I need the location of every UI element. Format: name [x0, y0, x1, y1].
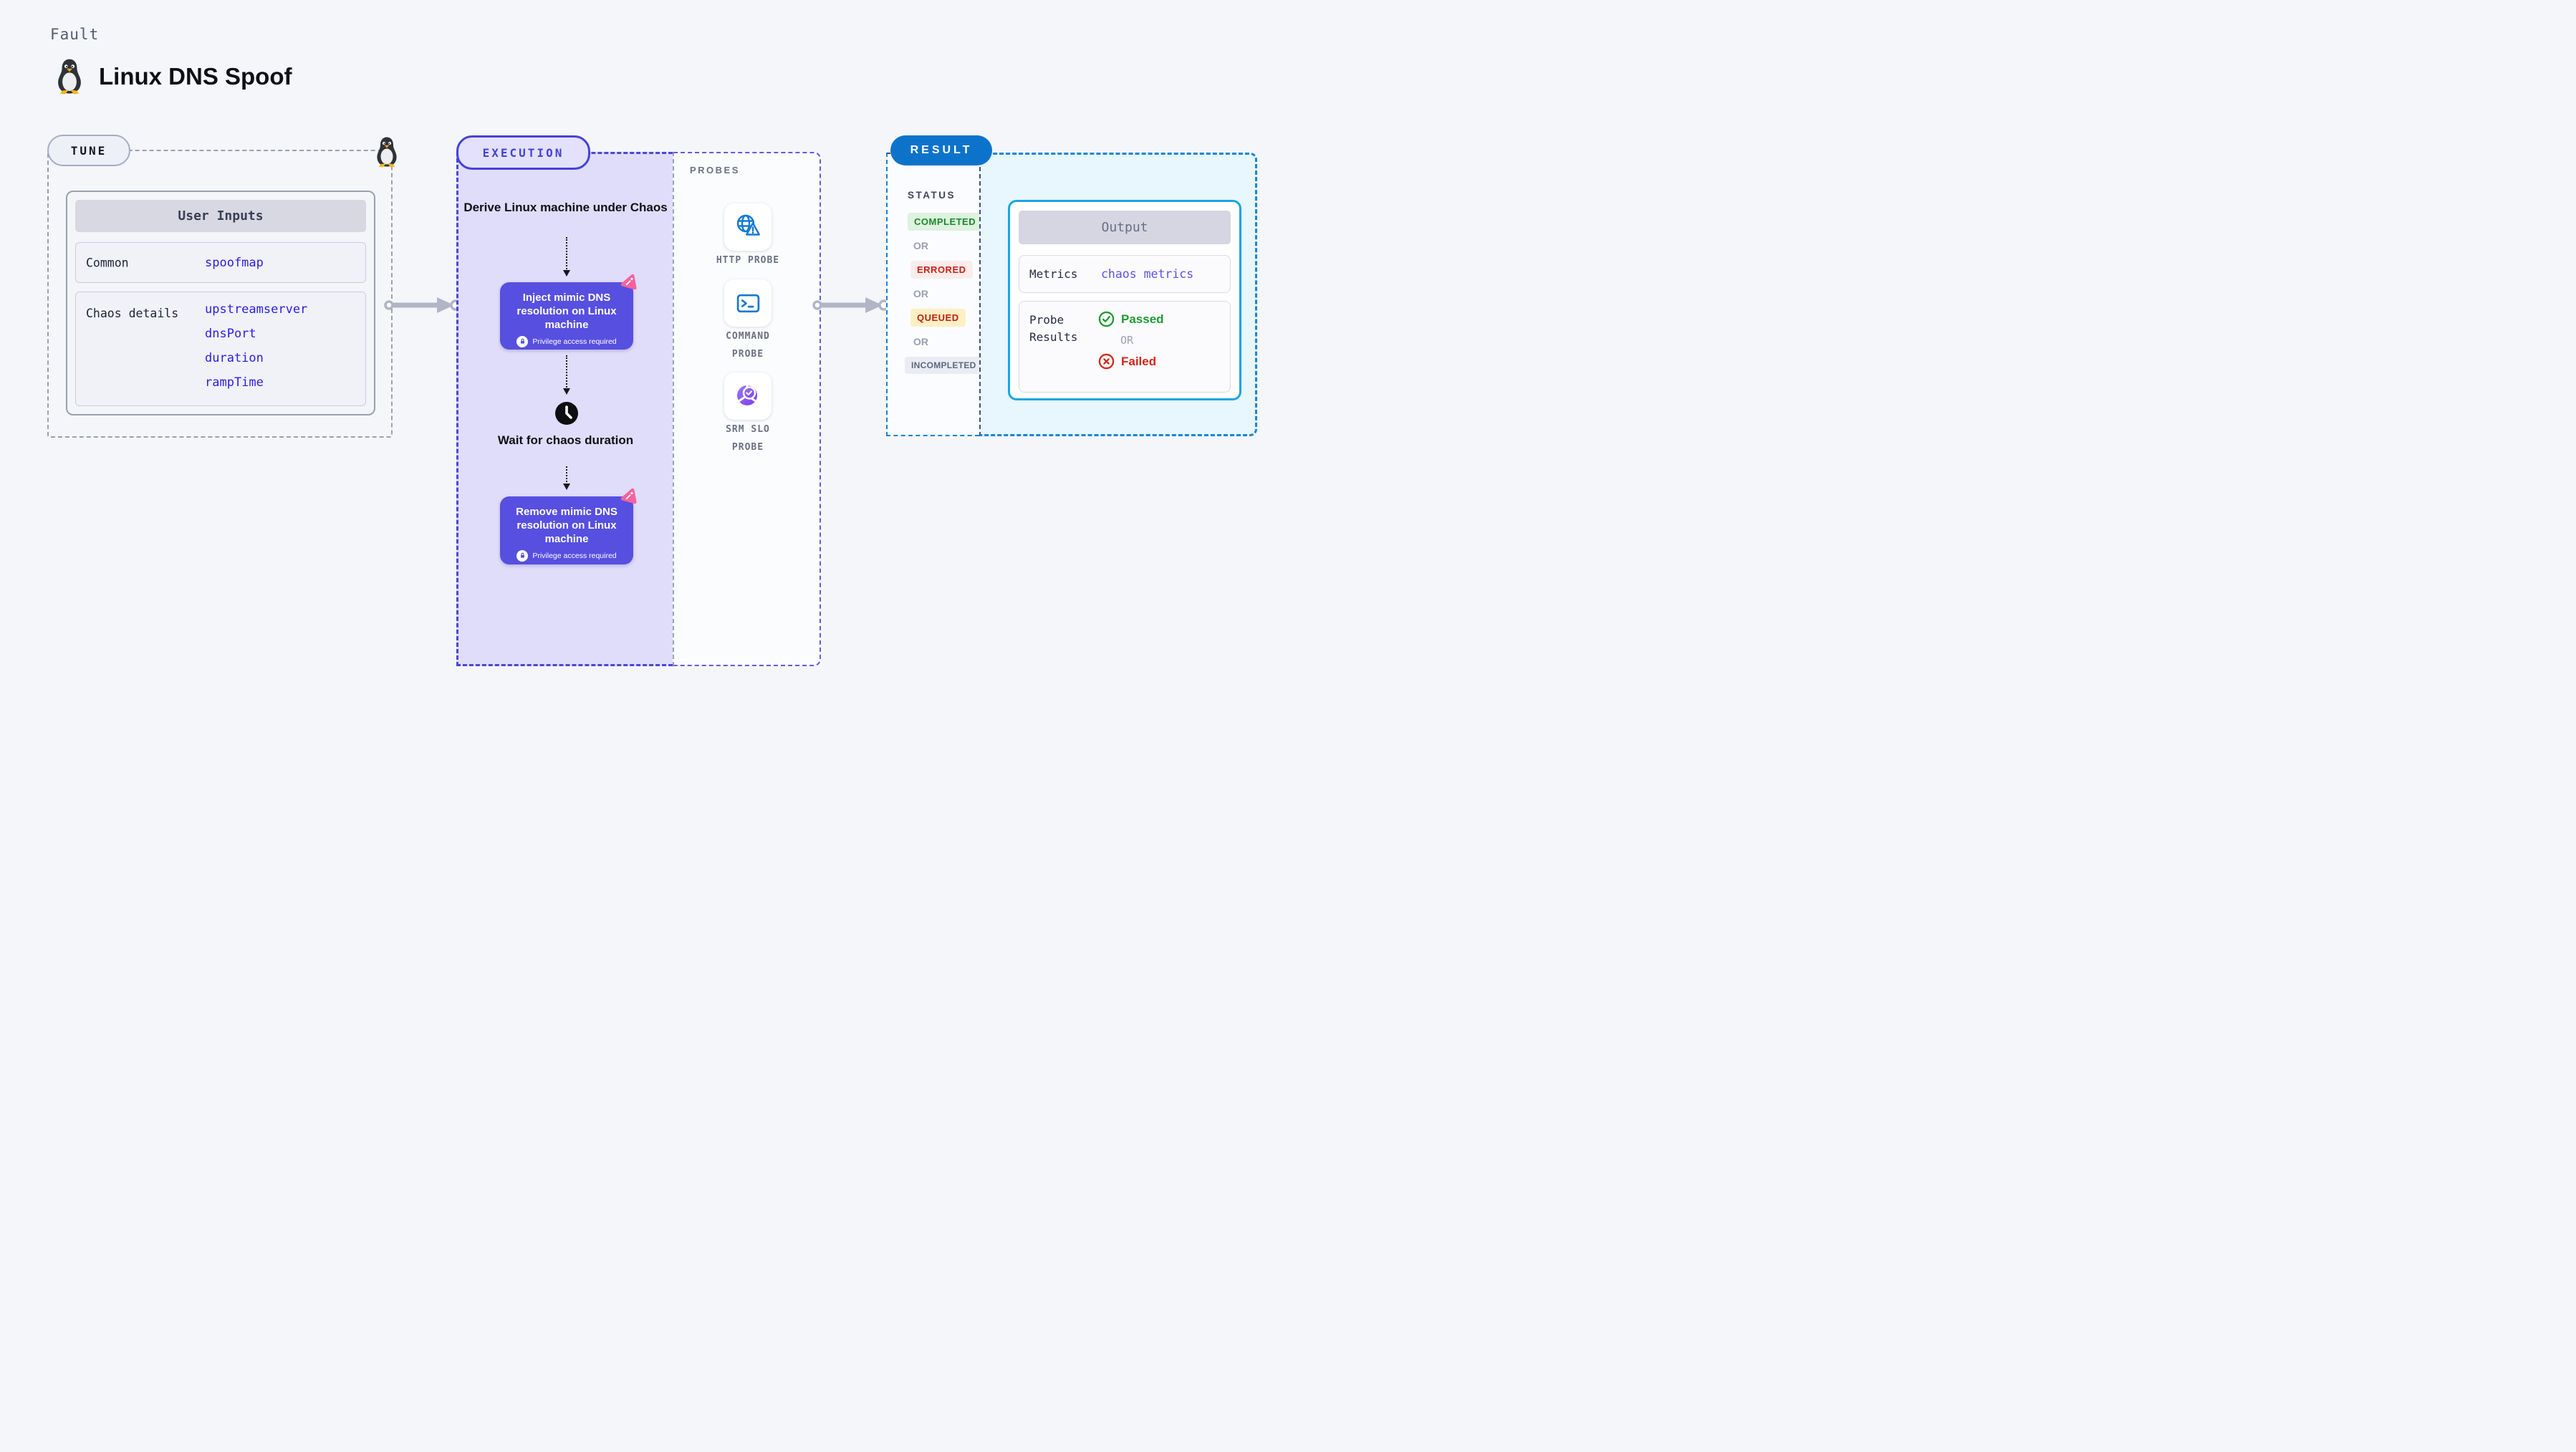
probe-results-row: Probe Results Passed OR Failed: [1019, 301, 1231, 393]
status-title: STATUS: [908, 190, 956, 201]
execution-badge: EXECUTION: [456, 135, 590, 170]
passed-label: Passed: [1121, 312, 1164, 326]
probe-label: COMMAND PROBE: [726, 331, 770, 360]
privilege-note: Privilege access required: [532, 337, 617, 346]
page-title: Linux DNS Spoof: [99, 63, 292, 90]
status-list: COMPLETED OR ERRORED OR QUEUED OR INCOMP…: [905, 213, 983, 374]
user-inputs-title: User Inputs: [75, 200, 366, 232]
probes-title: PROBES: [690, 165, 740, 176]
user-inputs-card: User Inputs Common spoofmap Chaos detail…: [66, 191, 375, 415]
slo-pie-icon: [737, 385, 757, 405]
status-badge-queued: QUEUED: [910, 309, 966, 327]
probes-panel: PROBES HTTP PROBE COMMAND PROBE: [673, 152, 821, 666]
x-circle-icon: [1098, 353, 1115, 370]
srm-slo-probe-card: [724, 372, 772, 420]
check-circle-icon: [1098, 311, 1115, 327]
chaos-experiment-icon: [620, 274, 637, 290]
input-row-label: Common: [86, 256, 129, 269]
or-separator: OR: [913, 288, 928, 299]
globe-alert-icon: [736, 214, 760, 236]
or-separator: OR: [1120, 334, 1134, 347]
input-row-label: Chaos details: [86, 307, 179, 320]
clock-icon: [554, 401, 579, 425]
terminal-icon: [736, 294, 759, 312]
command-probe-card: [724, 279, 772, 327]
status-panel: STATUS COMPLETED OR ERRORED OR QUEUED OR…: [886, 153, 983, 436]
input-value: spoofmap: [205, 255, 264, 270]
flow-connector: [563, 237, 570, 277]
status-badge-incompleted: INCOMPLETED: [905, 357, 983, 374]
lock-icon: [516, 335, 529, 347]
inject-step-label: Inject mimic DNS resolution on Linux mac…: [516, 292, 617, 332]
metrics-value: chaos metrics: [1101, 267, 1194, 281]
or-separator: OR: [913, 336, 928, 347]
tux-penguin-small-icon: [374, 135, 400, 168]
metrics-row: Metrics chaos metrics: [1019, 255, 1231, 293]
execution-panel: Derive Linux machine under Chaos Inject …: [456, 152, 673, 666]
input-value: duration: [205, 351, 264, 365]
wait-step-label: Wait for chaos duration: [497, 433, 634, 447]
flow-connector: [563, 466, 570, 490]
diagram-canvas: Fault Linux DNS Spoof TUNE User Inputs C: [0, 0, 1288, 726]
arrow-right-icon: [384, 297, 461, 313]
fault-eyebrow: Fault: [50, 26, 100, 43]
verdict-list: Passed OR Failed: [1098, 311, 1164, 392]
probe-label: HTTP PROBE: [716, 255, 780, 266]
input-value: rampTime: [205, 375, 264, 390]
input-row-chaos-details: Chaos details upstreamserver dnsPort dur…: [75, 292, 366, 406]
input-value: upstreamserver: [205, 302, 308, 317]
arrow-right-icon: [812, 297, 890, 313]
failed-label: Failed: [1121, 354, 1157, 368]
result-badge: RESULT: [890, 135, 992, 165]
output-title: Output: [1019, 211, 1231, 244]
status-badge-errored: ERRORED: [910, 261, 973, 279]
status-badge-completed: COMPLETED: [908, 213, 983, 231]
input-row-common: Common spoofmap: [75, 242, 366, 283]
inject-step-box: Inject mimic DNS resolution on Linux mac…: [500, 282, 633, 350]
remove-step-label: Remove mimic DNS resolution on Linux mac…: [516, 506, 617, 546]
output-card: Output Metrics chaos metrics Probe Resul…: [1008, 200, 1241, 400]
tux-penguin-icon: [54, 57, 85, 95]
chaos-experiment-icon: [620, 488, 637, 504]
http-probe-card: [724, 203, 772, 251]
lock-icon: [516, 549, 529, 562]
flow-connector: [563, 355, 570, 395]
probe-results-label: Probe Results: [1029, 313, 1078, 344]
derive-step-label: Derive Linux machine under Chaos: [463, 201, 668, 214]
input-value: dnsPort: [205, 327, 256, 341]
tune-badge: TUNE: [47, 135, 130, 166]
remove-step-box: Remove mimic DNS resolution on Linux mac…: [500, 496, 633, 564]
input-value-list: upstreamserver dnsPort duration rampTime: [205, 302, 307, 400]
metrics-label: Metrics: [1029, 267, 1078, 281]
probe-label: SRM SLO PROBE: [726, 424, 770, 453]
tune-section-box: [47, 150, 393, 438]
privilege-note: Privilege access required: [532, 551, 617, 560]
or-separator: OR: [913, 240, 928, 251]
